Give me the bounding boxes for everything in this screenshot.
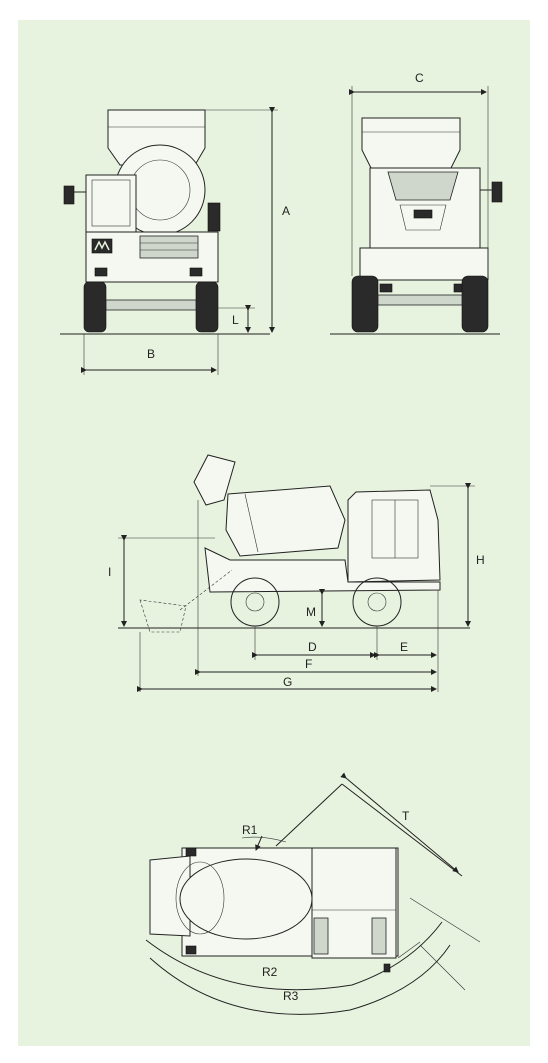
label-r1: R1 — [242, 823, 258, 837]
dm-logo — [91, 238, 113, 254]
label-f: F — [305, 657, 312, 671]
label-l: L — [232, 313, 239, 327]
label-b: B — [147, 347, 155, 361]
front-view — [60, 107, 278, 375]
label-r3: R3 — [283, 989, 299, 1003]
label-g: G — [283, 675, 292, 689]
label-r2: R2 — [262, 965, 278, 979]
label-c: C — [415, 71, 424, 85]
top-view — [145, 772, 481, 1015]
label-h: H — [476, 553, 485, 567]
rear-view — [330, 86, 503, 335]
side-view — [118, 454, 475, 692]
label-e: E — [400, 640, 408, 654]
label-t: T — [402, 809, 410, 823]
label-d: D — [308, 640, 317, 654]
label-i: I — [108, 565, 111, 579]
label-a: A — [282, 204, 290, 218]
label-m: M — [306, 605, 316, 619]
